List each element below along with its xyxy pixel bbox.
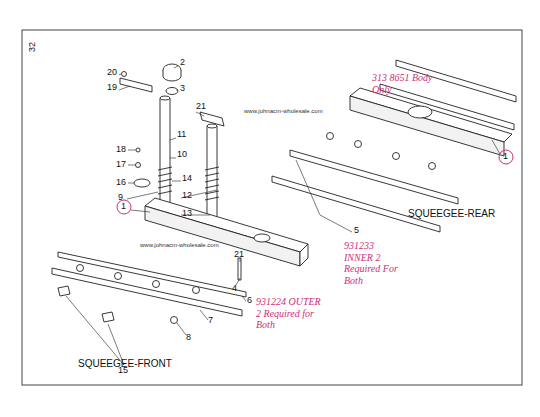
handwritten-note: 313 8651 Body Only (372, 72, 434, 95)
clip (102, 312, 114, 322)
callout-number: 18 (116, 145, 126, 155)
nut (393, 153, 400, 160)
front-body (145, 206, 300, 266)
screw (122, 72, 127, 77)
rear-body (350, 96, 504, 156)
spring (205, 167, 219, 200)
assembly-title: SQUEEGEE-FRONT (78, 358, 172, 369)
spring (158, 167, 172, 194)
callout-number: 3 (180, 84, 185, 94)
nut (153, 281, 160, 288)
callout-number: 4 (232, 284, 237, 294)
callout-number: 8 (186, 333, 191, 343)
circle-marks (117, 150, 513, 214)
rear-housing (408, 106, 432, 118)
handwritten-note: 931233 INNER 2 Required For Both (344, 240, 404, 286)
nut (429, 163, 436, 170)
callout-number: 6 (247, 296, 252, 306)
callout-number: 1 (503, 152, 508, 162)
callout-number: 2 (180, 58, 185, 68)
callout-number: 11 (177, 130, 186, 140)
callout-number: 13 (182, 209, 192, 219)
callout-number: 21 (234, 250, 244, 260)
knob-base (163, 70, 181, 81)
callout-number: 1 (121, 202, 126, 212)
rear-blade (290, 150, 458, 204)
callout-number: 12 (182, 191, 192, 201)
watermark: www.johnacm-wholesale.com (140, 242, 219, 249)
grommet (254, 234, 270, 242)
assembly-title: SQUEEGEE-REAR (408, 208, 495, 219)
callout-number: 21 (196, 102, 206, 112)
screw (136, 148, 140, 152)
callout-number: 20 (107, 68, 117, 78)
page-frame (22, 30, 522, 385)
callout-number: 10 (177, 150, 187, 160)
front-body-end (300, 244, 308, 266)
washer (166, 88, 178, 95)
nut (77, 265, 84, 272)
callout-number: 19 (107, 83, 117, 93)
grommet (134, 179, 150, 187)
nut (327, 133, 334, 140)
callout-number: 5 (354, 226, 359, 236)
clip (58, 286, 70, 296)
front-blade (52, 268, 242, 316)
nut (171, 317, 178, 324)
washer (136, 163, 141, 168)
rear-blade (380, 84, 514, 130)
handwritten-note: 931224 OUTER 2 Required for Both (256, 296, 328, 331)
watermark: www.johnacm-wholesale.com (244, 108, 323, 115)
shaft-top (160, 96, 170, 100)
page-number: 32 (28, 42, 38, 52)
nut (115, 273, 122, 280)
callout-number: 14 (182, 174, 192, 184)
callout-number: 17 (116, 160, 126, 170)
lever (120, 78, 152, 92)
shaft-top (207, 124, 217, 128)
callout-number: 16 (116, 178, 126, 188)
shaft (160, 98, 170, 206)
nut (193, 287, 200, 294)
rear-blade (272, 176, 440, 232)
nut (355, 141, 362, 148)
callout-number: 7 (208, 316, 213, 326)
pin (238, 258, 241, 280)
leader-lines (66, 66, 500, 365)
